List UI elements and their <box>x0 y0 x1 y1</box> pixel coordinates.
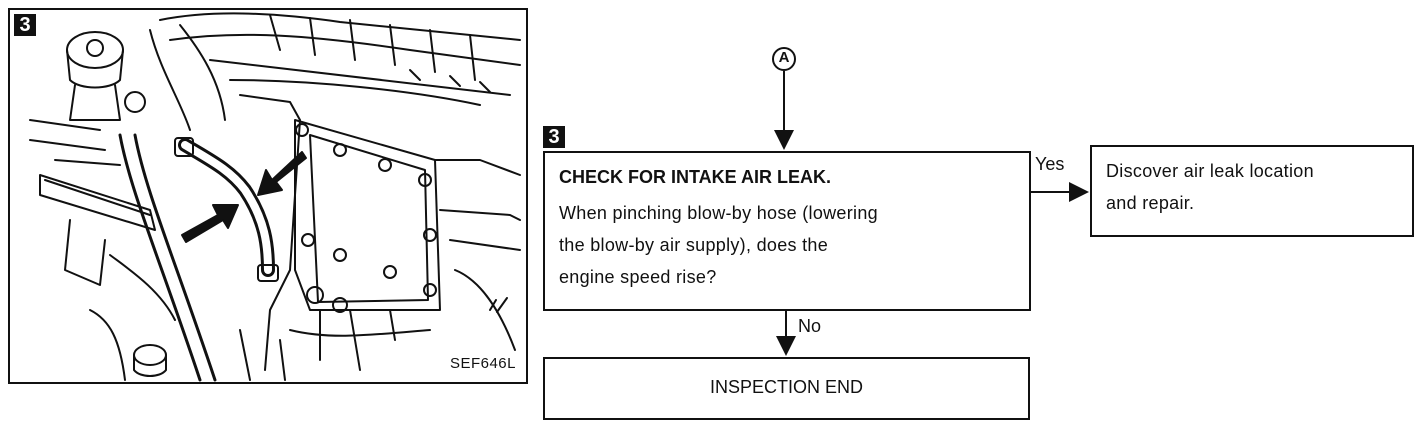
no-result-box: INSPECTION END <box>543 357 1030 420</box>
yes-result-box: Discover air leak location and repair. <box>1090 145 1414 237</box>
check-question-line-3: engine speed rise? <box>559 267 717 287</box>
figure-code: SEF646L <box>449 355 516 372</box>
flow-step-badge: 3 <box>543 126 565 148</box>
check-step-box: CHECK FOR INTAKE AIR LEAK. When pinching… <box>543 151 1031 311</box>
connector-circle <box>772 47 796 71</box>
check-question-line-2: the blow-by air supply), does the <box>559 235 829 255</box>
engine-illustration-panel: 3 SEF646L <box>8 8 528 384</box>
yes-result-line-2: and repair. <box>1106 193 1195 213</box>
check-title: CHECK FOR INTAKE AIR LEAK. <box>559 167 831 187</box>
connector-letter: A <box>778 49 790 66</box>
engine-illustration <box>29 12 521 382</box>
yes-result-line-1: Discover air leak location <box>1106 161 1314 181</box>
check-question-line-1: When pinching blow-by hose (lowering <box>559 203 878 223</box>
no-label: No <box>798 316 822 336</box>
figure-step-badge: 3 <box>14 14 36 36</box>
inspection-end-label: INSPECTION END <box>709 377 864 397</box>
yes-label: Yes <box>1035 154 1065 174</box>
